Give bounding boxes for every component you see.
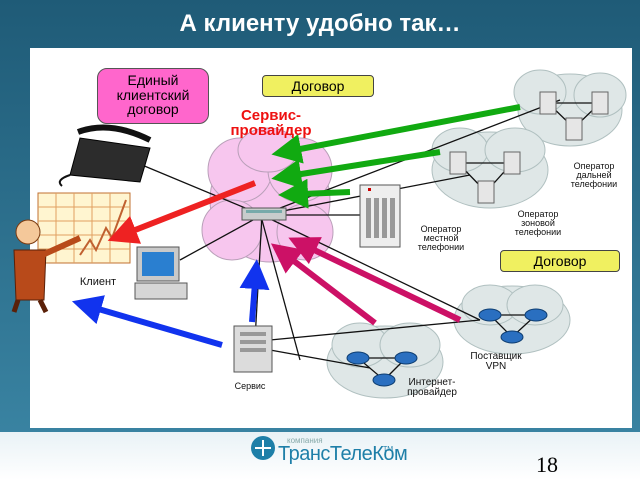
page-number: 18 (536, 452, 558, 477)
service-server-icon (233, 325, 273, 373)
zone-operator-label: Оператор зоновой телефонии (514, 209, 562, 237)
service-provider-label: Сервис-провайдер (230, 107, 312, 139)
long-distance-operator-label: Оператор дальней телефонии (570, 161, 618, 189)
contract-tag-right-label: Договор (533, 253, 587, 269)
logo-name: ТрансТелеКом (278, 443, 408, 465)
client-label: Клиент (79, 276, 117, 288)
server-icon (449, 91, 609, 204)
contract-tag-top: Договор (262, 75, 374, 97)
single-contract-label: Единый клиентский договор (116, 72, 190, 118)
local-operator-label: Оператор местной телефонии (417, 224, 465, 252)
switch-icon (241, 207, 287, 221)
logo-caption: компания (287, 436, 323, 445)
blue-arrows (71, 259, 270, 348)
logo-tm: TM (383, 446, 394, 453)
red-arrow (107, 180, 257, 244)
businessman-icon (11, 219, 82, 314)
contract-tag-top-label: Договор (291, 78, 345, 94)
client-computer-icon (134, 246, 188, 300)
isp-cloud (326, 322, 444, 399)
vpn-cloud (453, 284, 571, 355)
router-icon (346, 308, 548, 387)
pbx-rack-icon (359, 184, 401, 248)
vpn-provider-label: Поставщик VPN (470, 351, 522, 372)
magenta-arrows (270, 237, 462, 326)
slide-title: А клиенту удобно так… (179, 10, 461, 37)
green-arrows (271, 104, 521, 209)
telephone-icon (58, 124, 152, 187)
single-contract-box: Единый клиентский договор (97, 68, 209, 124)
isp-label: Интернет-провайдер (407, 377, 457, 398)
zone-cloud (431, 127, 549, 209)
service-label: Сервис (234, 381, 266, 391)
footer-bar (0, 432, 640, 480)
contract-tag-right: Договор (500, 250, 620, 272)
